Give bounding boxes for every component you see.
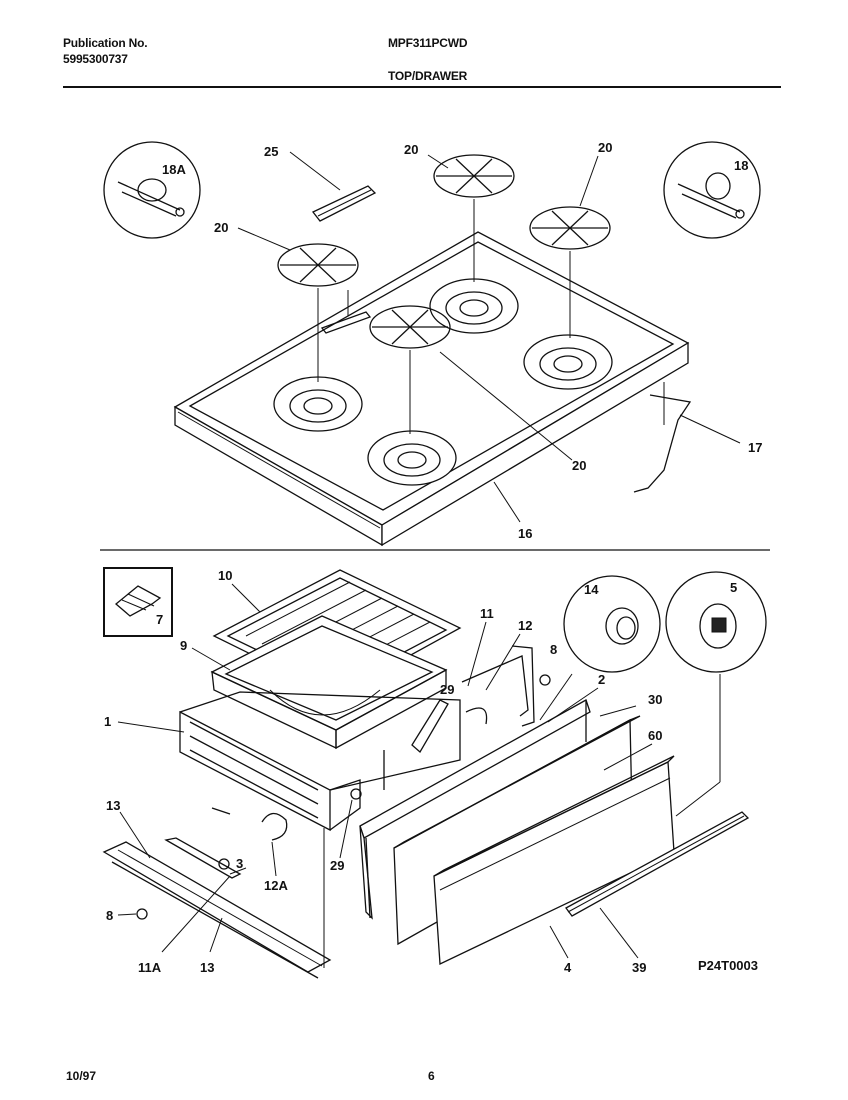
callout-2: 2 — [598, 672, 605, 687]
header-rule — [63, 86, 781, 88]
burner-bowl — [429, 278, 519, 334]
callout-29: 29 — [330, 858, 344, 873]
burner-grate — [369, 305, 451, 349]
callout-60: 60 — [648, 728, 662, 743]
wire-bracket — [633, 382, 692, 493]
callout-39: 39 — [632, 960, 646, 975]
callout-14: 14 — [584, 582, 599, 597]
front-bracket — [359, 699, 591, 920]
callout-30: 30 — [648, 692, 662, 707]
callout-17: 17 — [748, 440, 762, 455]
broiler-frame — [179, 691, 461, 832]
cooktop-assembly — [173, 231, 690, 547]
burner-grate — [529, 206, 611, 250]
callout-13: 13 — [200, 960, 214, 975]
burner-bowl — [367, 430, 457, 486]
burner-grate — [433, 154, 515, 198]
callout-3: 3 — [236, 856, 243, 871]
footer-date: 10/97 — [66, 1069, 97, 1083]
callout-20: 20 — [214, 220, 228, 235]
section-title: TOP/DRAWER — [388, 69, 468, 83]
callout-7: 7 — [156, 612, 163, 627]
drawer-handle — [565, 811, 750, 917]
figure-code: P24T0003 — [698, 958, 758, 973]
broiler-pan — [210, 615, 448, 750]
callout-20: 20 — [598, 140, 612, 155]
callout-5: 5 — [730, 580, 737, 595]
ignitor-part — [411, 699, 488, 754]
model-number: MPF311PCWD — [388, 36, 468, 50]
callout-11A: 11A — [138, 960, 162, 975]
callout-18: 18 — [734, 158, 748, 173]
callout-18A: 18A — [162, 162, 186, 177]
detail-box-7 — [103, 567, 173, 637]
detail-circle-5 — [665, 571, 767, 673]
callout-20: 20 — [572, 458, 586, 473]
burner-bowl — [523, 334, 613, 390]
drawer-bracket — [461, 645, 535, 727]
callout-12A: 12A — [264, 878, 288, 893]
callout-29: 29 — [440, 682, 454, 697]
callout-13: 13 — [106, 798, 120, 813]
screw — [350, 788, 362, 800]
callout-8: 8 — [106, 908, 113, 923]
screw — [539, 674, 551, 686]
publication-number: 5995300737 — [63, 52, 128, 66]
screw — [211, 807, 231, 815]
burner-bowl — [273, 376, 363, 432]
clamp-part — [261, 812, 288, 841]
grate-bar-part — [311, 185, 377, 222]
detail-circle-18 — [663, 141, 761, 239]
callout-9: 9 — [180, 638, 187, 653]
callout-20: 20 — [404, 142, 418, 157]
callout-12: 12 — [518, 618, 532, 633]
callout-11: 11 — [480, 606, 494, 621]
publication-label: Publication No. — [63, 36, 148, 50]
screw — [218, 858, 230, 870]
bottom-rail — [102, 837, 332, 979]
callout-8: 8 — [550, 642, 557, 657]
callout-1: 1 — [104, 714, 111, 729]
page-number: 6 — [428, 1069, 435, 1083]
burner-grate — [277, 243, 359, 287]
callout-10: 10 — [218, 568, 232, 583]
screw — [136, 908, 148, 920]
callout-16: 16 — [518, 526, 532, 541]
drawer-front — [433, 755, 675, 965]
callout-4: 4 — [564, 960, 572, 975]
callout-25: 25 — [264, 144, 278, 159]
detail-circle-14 — [563, 575, 661, 673]
detail-circle-18A — [103, 141, 201, 239]
